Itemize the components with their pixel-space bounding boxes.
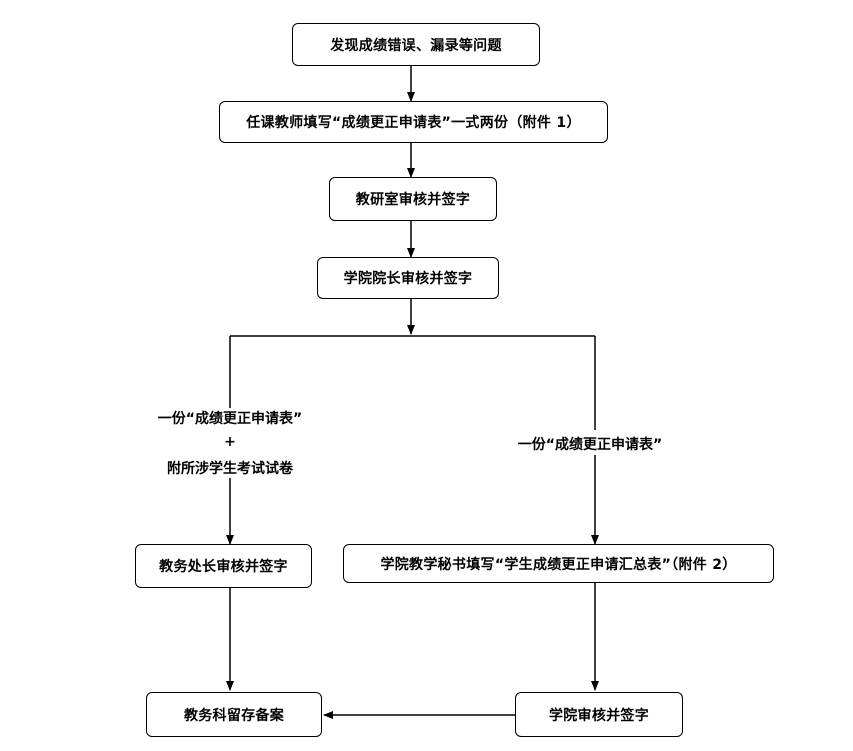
left-branch-label-plus: + [224,434,236,450]
node-dept-review: 教研室审核并签字 [329,177,497,221]
node-teacher-fill-form: 任课教师填写“成绩更正申请表”一式两份（附件 1） [219,101,608,143]
node-archive: 教务科留存备案 [146,692,322,737]
node-discover-problem: 发现成绩错误、漏录等问题 [292,23,540,66]
left-branch-label-line2: 附所涉学生考试试卷 [167,461,293,477]
node-secretary-fill-summary: 学院教学秘书填写“学生成绩更正申请汇总表”（附件 2） [343,544,774,583]
node-academic-affairs-review: 教务处长审核并签字 [135,544,312,588]
left-branch-label-line1: 一份“成绩更正申请表” [157,411,303,427]
node-college-review: 学院审核并签字 [515,692,683,737]
node-dean-review: 学院院长审核并签字 [317,257,499,299]
right-branch-label: 一份“成绩更正申请表” [517,437,663,453]
